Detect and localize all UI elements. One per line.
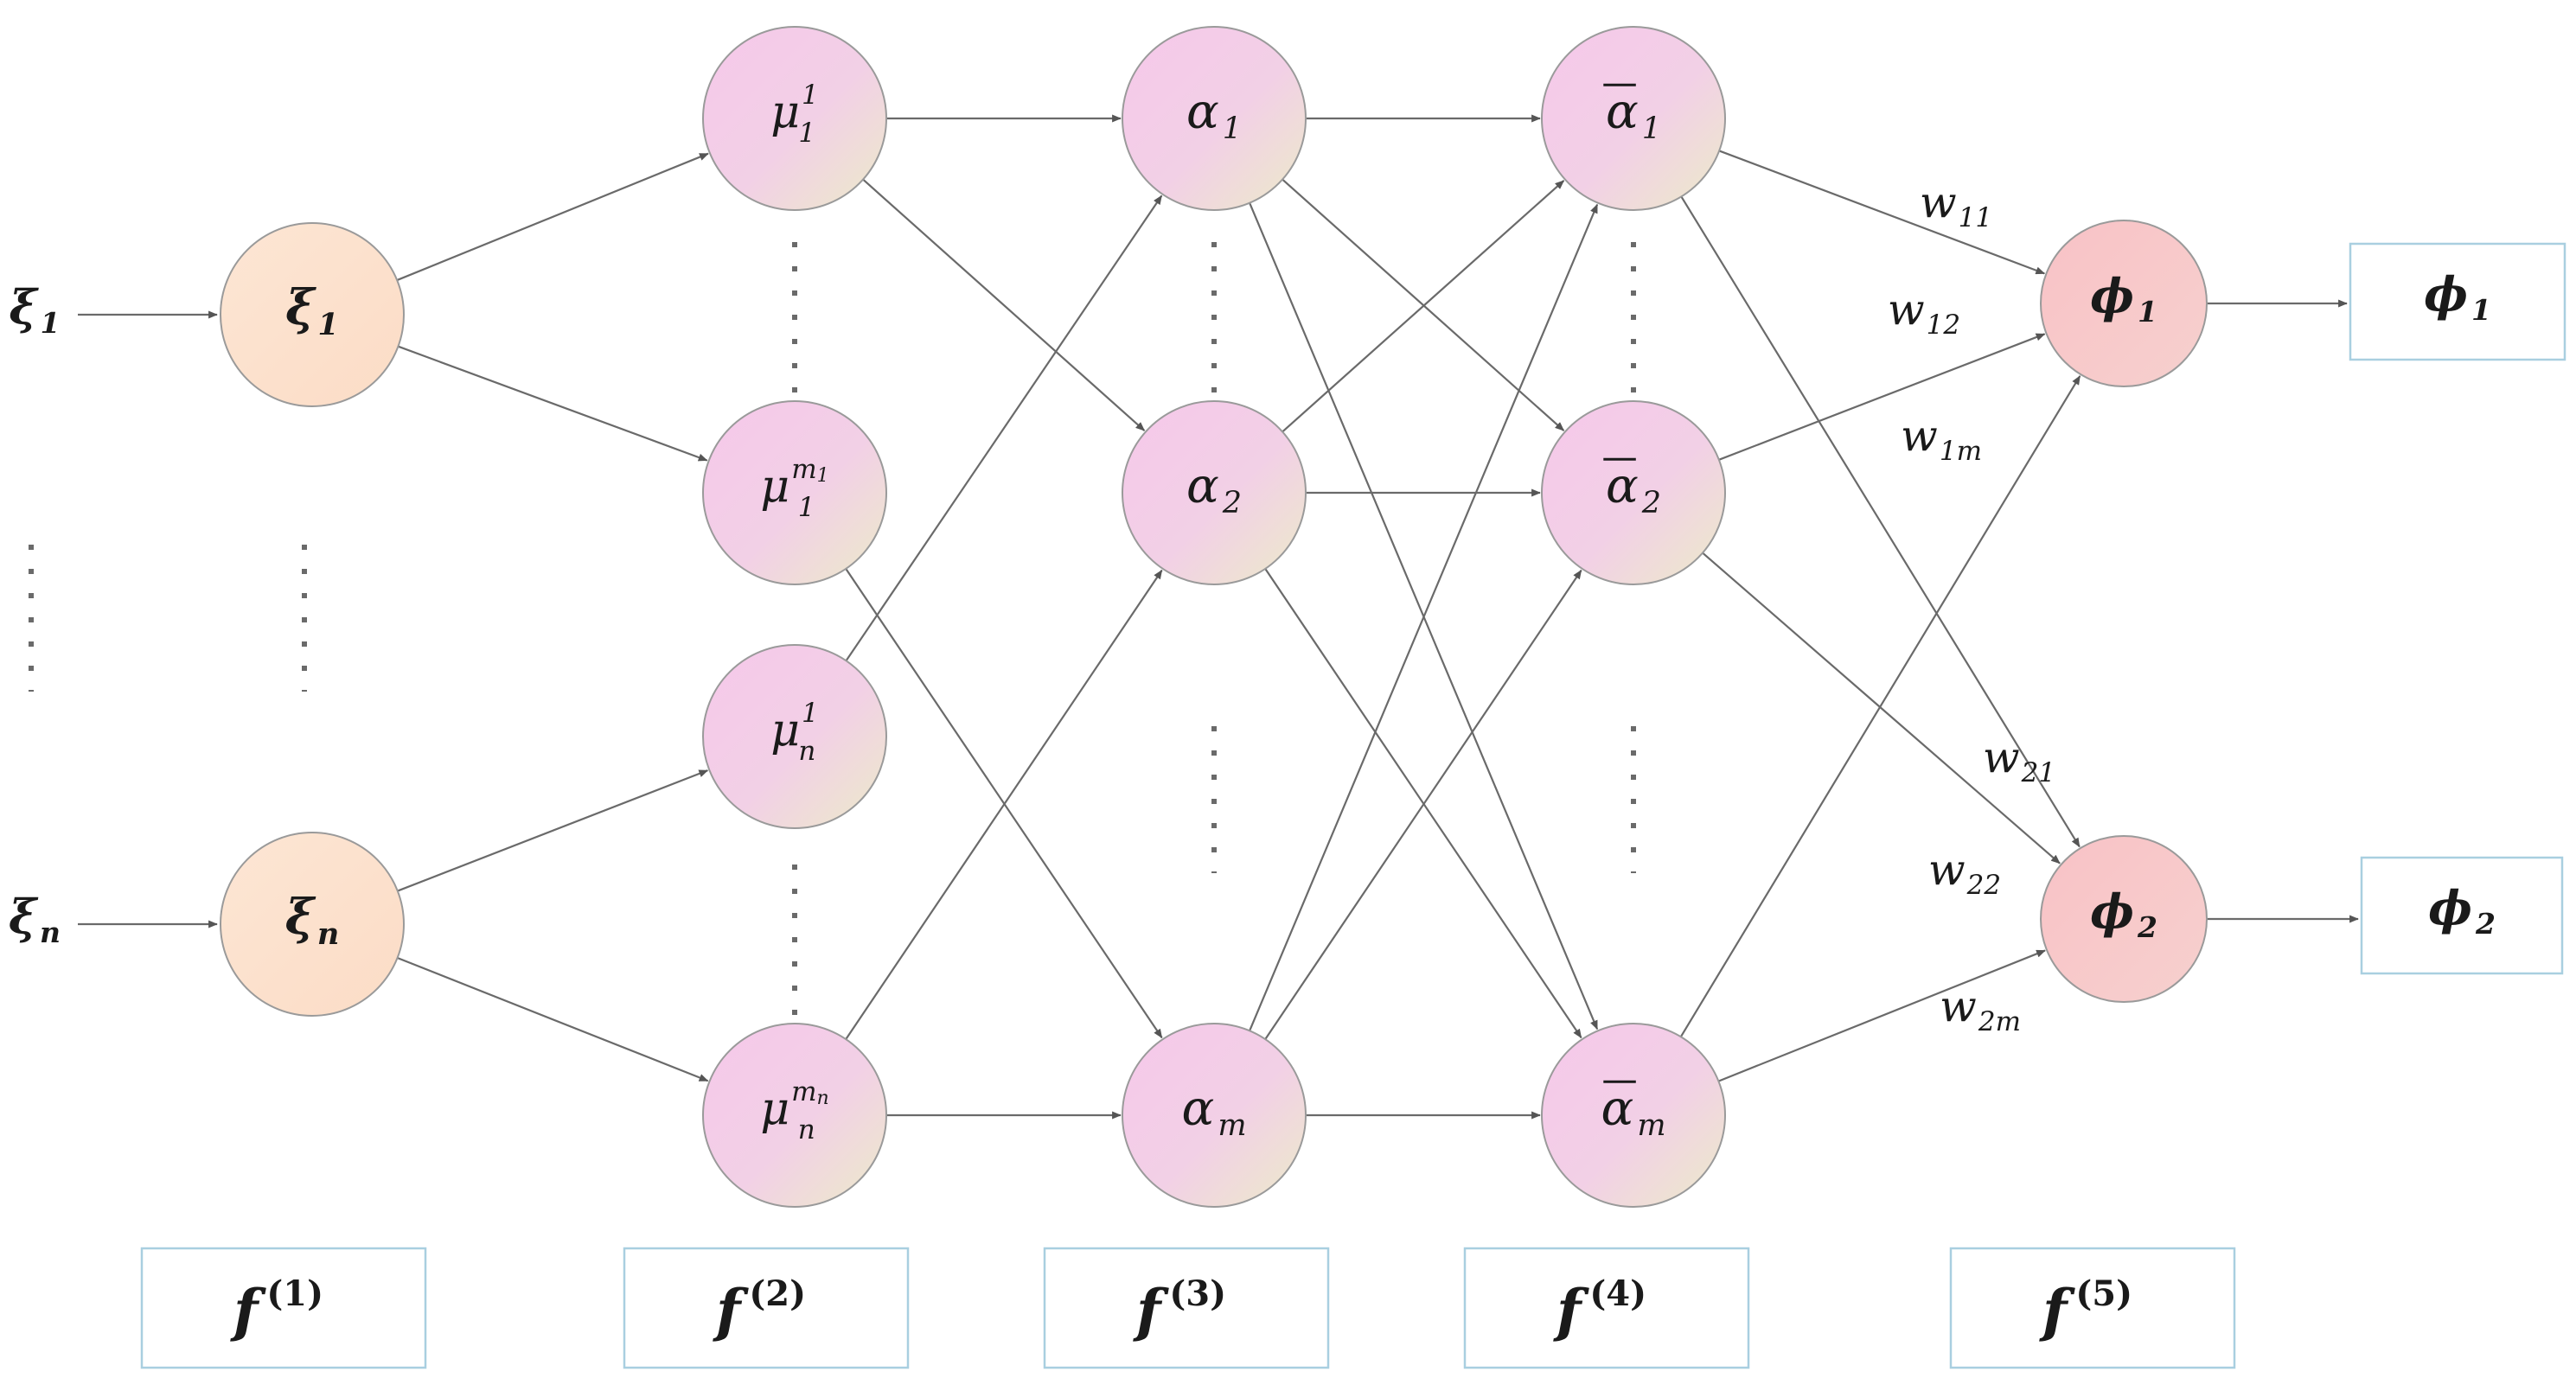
- edge-l4-l5: [1718, 150, 2046, 275]
- output-box-frame: [2349, 242, 2566, 361]
- layer-label-4: f(4): [1463, 1247, 1750, 1369]
- edge-l1-l2: [398, 345, 708, 462]
- layer-label-text: f(3): [1133, 1273, 1226, 1344]
- layer-label-frame: [1949, 1247, 2236, 1369]
- edge-l4-l5: [1717, 949, 2046, 1082]
- layer-label-frame: [1463, 1247, 1750, 1369]
- weight-1m: w1m: [1901, 411, 1982, 467]
- input-node-2-circle: [220, 832, 405, 1017]
- edge-l4-l5: [1679, 375, 2081, 1037]
- weight-21: w21: [1983, 732, 2055, 788]
- normalized-node-2-circle: [1541, 400, 1726, 585]
- layer-label-2: f(2): [623, 1247, 910, 1369]
- input-node-1-circle: [220, 222, 405, 407]
- layer-label-frame: [140, 1247, 427, 1369]
- layer-label-frame: [1043, 1247, 1330, 1369]
- output-node-1-circle: [2040, 220, 2208, 387]
- membership-node-1-circle: [702, 26, 887, 211]
- edge-l1-l2: [397, 957, 709, 1082]
- normalized-node-3-circle: [1541, 1023, 1726, 1208]
- edge-l4-l5: [1718, 333, 2046, 461]
- membership-node-3-circle: [702, 644, 887, 829]
- output-box-frame: [2360, 856, 2564, 975]
- edge-l4-l5: [1702, 552, 2061, 865]
- membership-node-2-circle: [702, 400, 887, 585]
- edge-l3-l4: [1264, 569, 1582, 1040]
- normalized-node-1-circle: [1541, 26, 1726, 211]
- edge-l3-l4: [1282, 180, 1565, 433]
- layer-label-3: f(3): [1043, 1247, 1330, 1369]
- edge-l1-l2: [396, 152, 709, 282]
- edge-l4-l5: [1680, 195, 2081, 848]
- layer-label-frame: [623, 1247, 910, 1369]
- weight-12: w12: [1888, 284, 1960, 341]
- rule-node-3-circle: [1122, 1023, 1307, 1208]
- weight-22: w22: [1928, 845, 2001, 901]
- edge-l2-l3: [845, 195, 1163, 661]
- edge-l2-l3: [845, 569, 1163, 1040]
- layer-labels: f(1) f(2) f(3) f(4) f(5): [140, 1247, 2236, 1369]
- membership-node-4-circle: [702, 1023, 887, 1208]
- edge-l3-l4: [1249, 203, 1599, 1031]
- edge-l1-l2: [397, 769, 709, 892]
- rule-node-2-circle: [1122, 400, 1307, 585]
- weight-labels: w11 w12 w1m w21 w22 w2m: [1888, 177, 2055, 1037]
- layer-label-1: f(1): [140, 1247, 427, 1369]
- rule-node-1-circle: [1122, 26, 1307, 211]
- ellipsis-dots: [29, 242, 1636, 1016]
- connection-edges: [78, 114, 2359, 1120]
- weight-11: w11: [1920, 177, 1992, 233]
- weight-2m: w2m: [1940, 981, 2021, 1037]
- layer-label-5: f(5): [1949, 1247, 2236, 1369]
- edge-l2-l3: [862, 178, 1146, 431]
- output-node-2-circle: [2040, 835, 2208, 1003]
